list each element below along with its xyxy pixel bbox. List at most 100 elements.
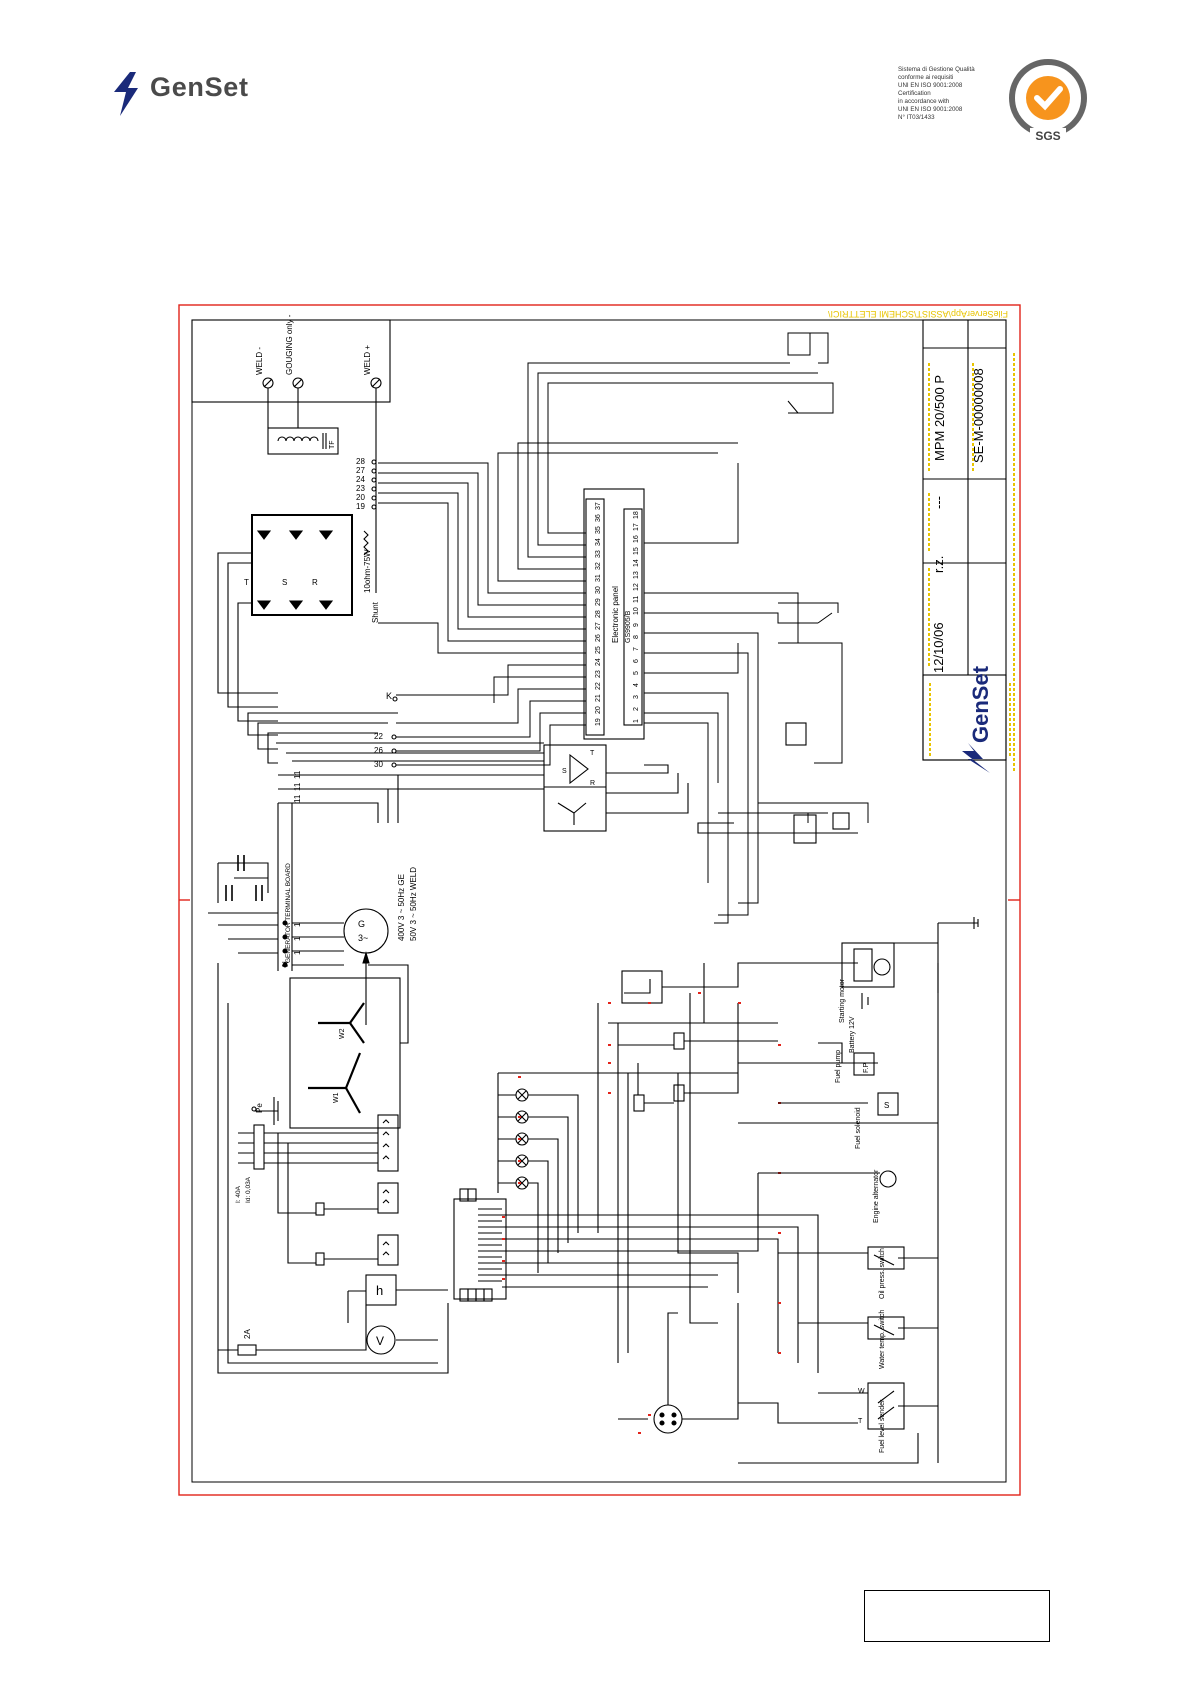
label-fuel-level: Fuel level sender: [879, 1399, 886, 1453]
label-battery: Battery 12V: [849, 1016, 856, 1053]
relay-box-1: [785, 722, 807, 746]
svg-text:W2: W2: [339, 1028, 346, 1039]
svg-text:14: 14: [633, 559, 640, 567]
svg-text:T: T: [590, 750, 595, 757]
relay-box-2: [793, 814, 817, 844]
electronic-panel: Electronic panel GS9905/B 37 36 35 34 33…: [583, 488, 645, 740]
svg-text:22: 22: [374, 732, 383, 741]
indicator-lamps: [497, 1073, 579, 1273]
delta-transformer: T S R: [543, 744, 607, 832]
resistor-label: 10ohm-75W: [363, 549, 372, 593]
svg-text:T: T: [244, 578, 249, 587]
svg-text:8: 8: [633, 635, 640, 639]
fuse-label: 2A: [243, 1329, 252, 1339]
lightning-bolt-icon: [114, 72, 138, 116]
sgs-seal-icon: SGS: [1009, 59, 1087, 143]
wiring-top: [378, 332, 869, 924]
relay-k3: [633, 1094, 645, 1112]
t-label: T: [858, 1418, 863, 1425]
file-path: FileServerApp\ASSIST\SCHEMI ELETTRICI\: [827, 309, 1008, 319]
right-components: Starting motor Battery 12V F.P. Fuel pum…: [835, 917, 979, 1453]
terminal-gouging: GOUGING only -: [285, 314, 294, 375]
svg-text:25: 25: [595, 646, 602, 654]
generator-terminal-board: GENERATOR TERMINAL BOARD 11 11 11 N 1 1 …: [277, 770, 302, 971]
svg-text:16: 16: [633, 535, 640, 543]
titleblock-bolt-icon: [962, 743, 990, 773]
label-starting-motor: Starting motor: [839, 978, 846, 1023]
transformer-tf: [267, 427, 339, 455]
title-date: 12/10/06: [931, 622, 946, 673]
svg-text:35: 35: [595, 526, 602, 534]
relay-k1: [621, 970, 663, 1004]
logo-text: GenSet: [150, 72, 248, 102]
resistor: [363, 530, 369, 556]
tf-label: TF: [329, 440, 336, 449]
svg-text:37: 37: [595, 502, 602, 510]
relay-k2: [673, 1032, 685, 1050]
svg-text:11: 11: [633, 596, 640, 603]
weld-terminal-box: [191, 319, 391, 403]
svg-text:9: 9: [633, 623, 640, 627]
diodes: [256, 530, 334, 610]
svg-text:3: 3: [633, 695, 640, 699]
svg-text:24: 24: [356, 475, 365, 484]
svg-text:R: R: [590, 780, 595, 787]
relay-k4: [673, 1084, 685, 1102]
svg-text:27: 27: [356, 466, 365, 475]
svg-text:20: 20: [595, 706, 602, 714]
svg-text:17: 17: [633, 523, 640, 531]
capacitors: [225, 855, 263, 901]
svg-text:28: 28: [595, 610, 602, 618]
title-drawing-no: SE-M-00000008: [971, 368, 986, 463]
winding-w1: [308, 1052, 362, 1114]
title-block: MPM 20/500 P SE-M-00000008 --- r.z. 12/1…: [922, 319, 1015, 773]
svg-text:18: 18: [633, 511, 640, 519]
voltmeter: [366, 1325, 396, 1355]
svg-text:33: 33: [595, 550, 602, 558]
relay-box-3: [832, 812, 850, 830]
svg-text:10: 10: [633, 607, 640, 615]
svg-text:3~: 3~: [358, 933, 368, 943]
terminal-weld-plus: WELD +: [363, 345, 372, 375]
svg-text:34: 34: [595, 538, 602, 546]
panel-title: Electronic panel: [611, 586, 620, 643]
svg-text:13: 13: [633, 571, 640, 579]
svg-text:23: 23: [595, 670, 602, 678]
svg-text:24: 24: [595, 658, 602, 666]
svg-text:29: 29: [595, 598, 602, 606]
svg-text:R: R: [312, 578, 318, 587]
svg-text:W1: W1: [333, 1092, 340, 1103]
w-label: W: [858, 1388, 865, 1395]
title-model: MPM 20/500 P: [932, 375, 947, 461]
terminal-weld-minus: WELD -: [255, 347, 264, 375]
svg-text:11: 11: [293, 794, 302, 803]
svg-text:21: 21: [595, 694, 602, 702]
svg-text:23: 23: [356, 484, 365, 493]
svg-text:32: 32: [595, 562, 602, 570]
svg-text:36: 36: [595, 514, 602, 522]
pe-label: Pe: [255, 1103, 264, 1113]
inner-frame: [191, 319, 1007, 1483]
diagnostic-connector: [653, 1404, 683, 1434]
svg-text:1: 1: [293, 950, 302, 955]
panel-model: GS9905/B: [625, 610, 632, 643]
svg-text:G: G: [358, 919, 365, 929]
certification-text: Sistema di Gestione Qualità conforme ai …: [898, 66, 975, 121]
svg-text:S: S: [282, 578, 287, 587]
svg-text:28: 28: [356, 457, 365, 466]
label-engine-alternator: Engine alternator: [873, 1169, 880, 1223]
gen-spec-1: 400V 3 ~ 50Hz GE: [397, 874, 406, 941]
bridge-connectors: 28 27 24 23 20 19: [356, 457, 377, 511]
ruler-note-2: Id: 0,03A: [245, 1176, 252, 1203]
svg-text:26: 26: [374, 746, 383, 755]
svg-text:S: S: [562, 768, 567, 775]
s-label: S: [884, 1101, 889, 1110]
svg-text:19: 19: [356, 502, 365, 511]
voltmeter-label: V: [376, 1334, 384, 1348]
tb-label: GENERATOR TERMINAL BOARD: [285, 863, 292, 963]
fp-label: F.P.: [863, 1062, 870, 1073]
svg-text:19: 19: [595, 718, 602, 726]
fuse-2a: [237, 1344, 257, 1356]
seal-text: SGS: [1035, 129, 1060, 143]
svg-text:7: 7: [633, 647, 640, 651]
